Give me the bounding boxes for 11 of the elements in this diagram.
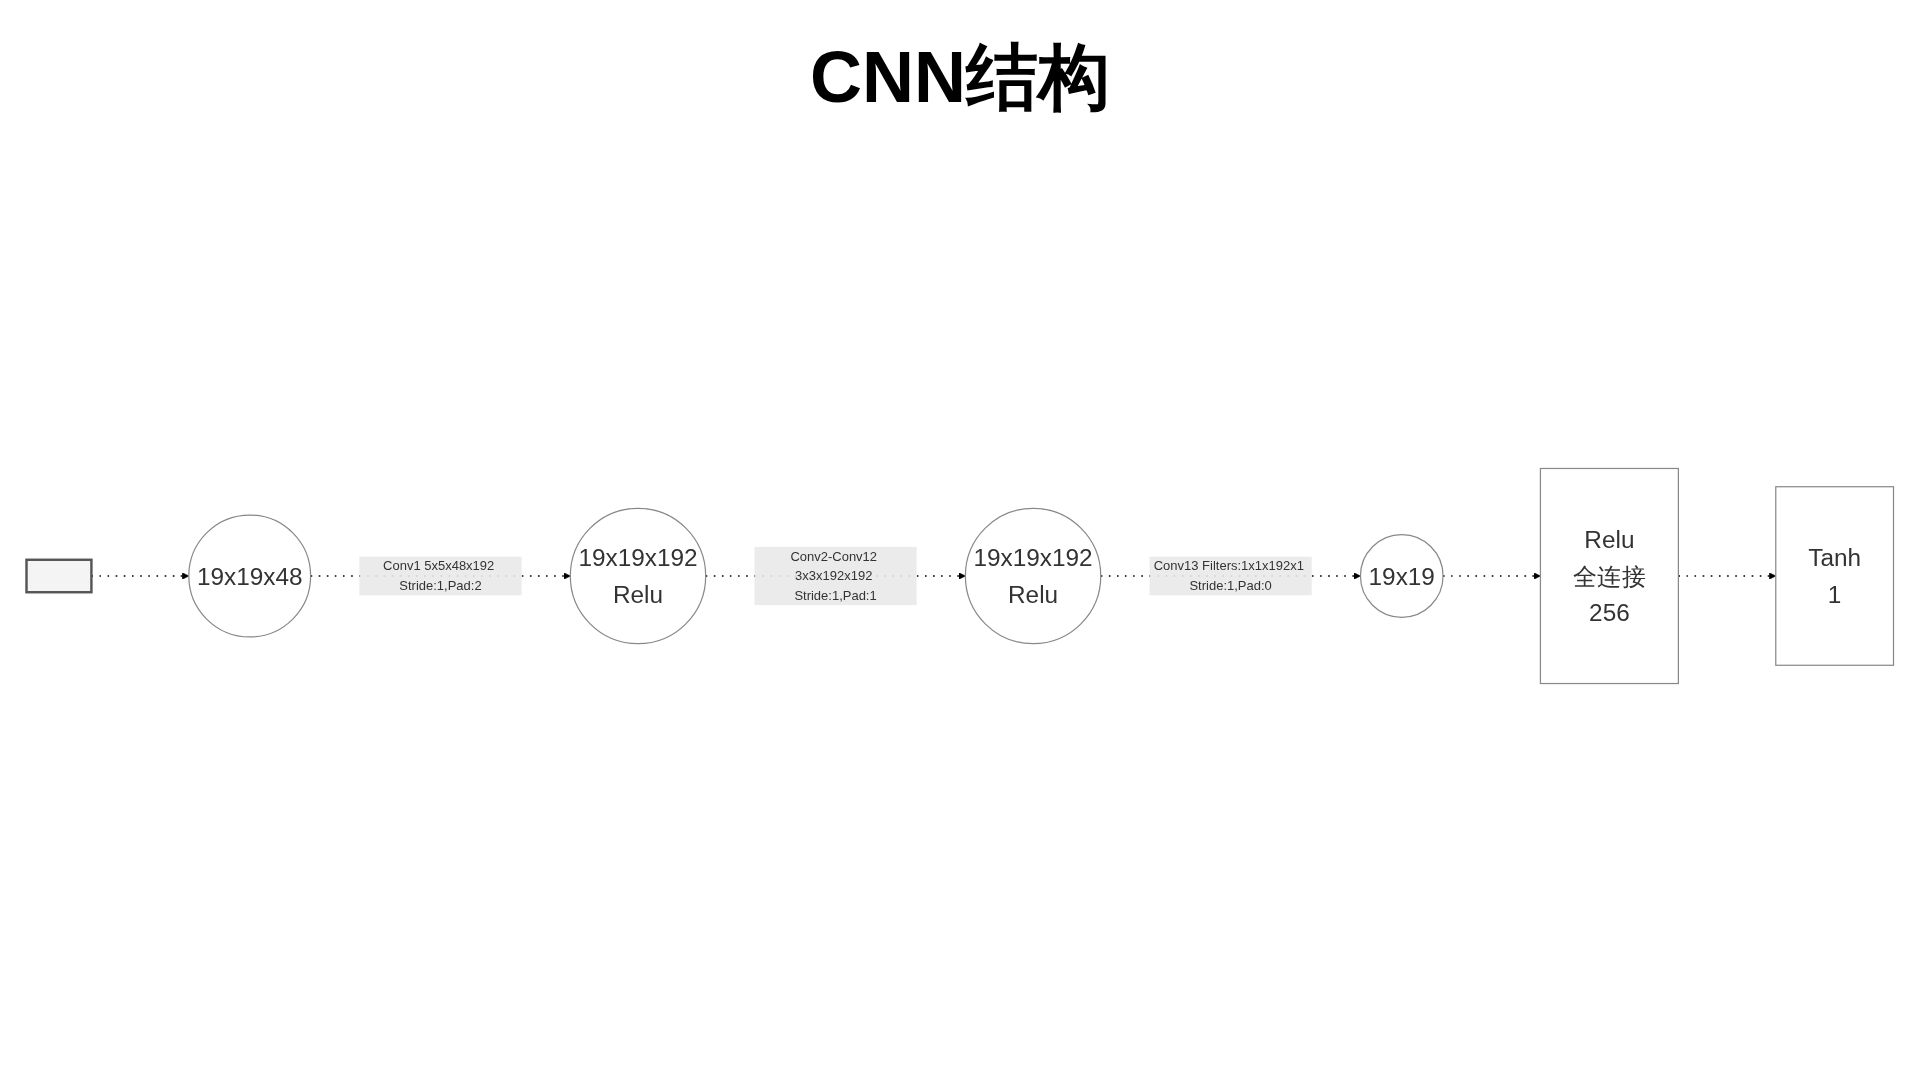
- node-picture: [25, 558, 93, 594]
- title: CNN结构: [809, 36, 1111, 119]
- node-circle: 19x19x48: [188, 514, 312, 638]
- node-circle: 19x19x192 Relu: [569, 507, 707, 645]
- edge-label: Conv2-Conv12 3x3x192x192 Stride:1,Pad:1: [790, 549, 878, 602]
- node-circle: 19x19x192 Relu: [964, 507, 1102, 645]
- node-box: Relu 全连接 256: [1539, 467, 1679, 685]
- node-box: Tanh 1: [1775, 486, 1895, 666]
- edge-label: Conv1 5x5x48x192 Stride:1,Pad:2: [383, 558, 495, 593]
- node-circle: 19x19: [1359, 534, 1444, 618]
- edge-label: Conv13 Filters:1x1x192x1 Stride:1,Pad:0: [1153, 558, 1304, 593]
